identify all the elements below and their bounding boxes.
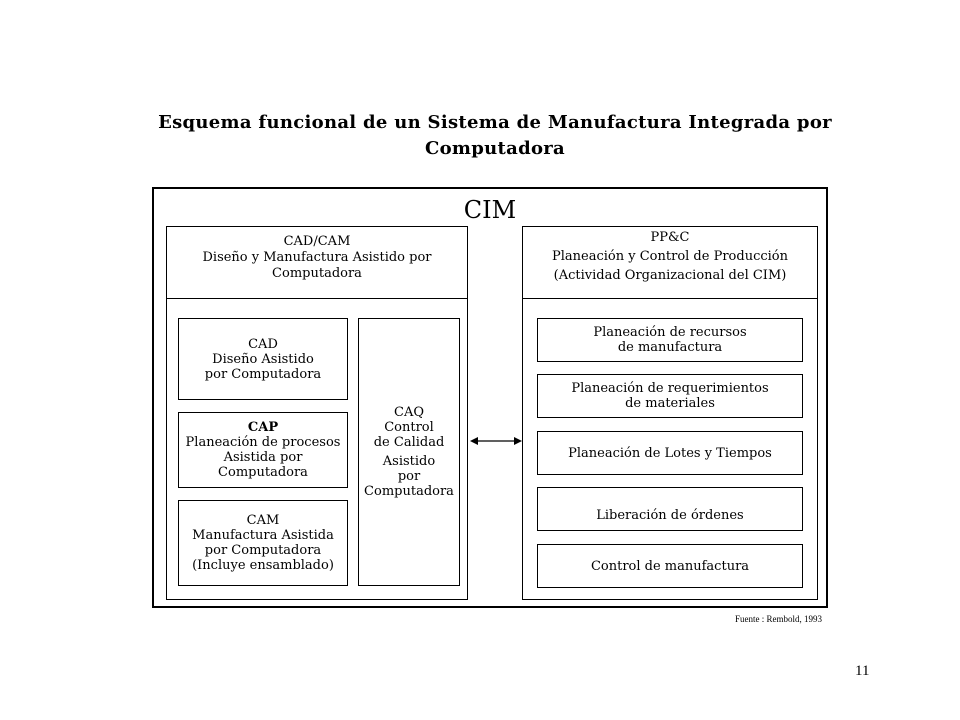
cad-desc-2: por Computadora — [204, 366, 322, 382]
cad-code: CAD — [248, 336, 278, 352]
ppc-item-line-1: Planeación de Lotes y Tiempos — [568, 445, 772, 461]
caq-code: CAQ — [394, 405, 424, 420]
ppc-item-line-1: Liberación de órdenes — [596, 507, 744, 523]
cim-frame — [152, 187, 828, 608]
cad-cam-panel — [166, 226, 468, 600]
caq-desc-4: por — [397, 469, 421, 484]
ppc-desc-1: Planeación y Control de Producción — [552, 249, 788, 264]
cap-code: CAP — [247, 420, 279, 435]
title-line-2: Computadora — [424, 138, 566, 159]
ppc-item-line-1: Planeación de requerimientos — [571, 381, 769, 396]
cam-desc-2: por Computadora — [204, 543, 322, 558]
caq-desc-5: Computadora — [364, 484, 454, 499]
title-line-1: Esquema funcional de un Sistema de Manuf… — [158, 112, 832, 133]
caq-desc-2: de Calidad — [373, 435, 445, 450]
caq-box: CAQ Control de Calidad Asistido por Comp… — [358, 318, 460, 586]
ppc-item-line-1: Planeación de recursos — [593, 325, 747, 340]
ppc-item-line-1: Control de manufactura — [590, 558, 750, 574]
ppc-item-line-2: de materiales — [625, 396, 715, 411]
page-number: 11 — [855, 663, 870, 679]
cad-desc-1: Diseño Asistido — [212, 351, 314, 367]
cad-box: CAD Diseño Asistido por Computadora — [178, 318, 348, 400]
caq-desc-1: Control — [384, 420, 434, 435]
cim-label: CIM — [463, 196, 517, 224]
cad-cam-desc-1: Diseño y Manufactura Asistido por — [202, 250, 432, 265]
cad-cam-header-divider — [166, 298, 468, 299]
ppc-item-requerimientos: Planeación de requerimientos de material… — [537, 374, 803, 418]
ppc-item-ordenes: Liberación de órdenes — [537, 487, 803, 531]
double-headed-arrow-icon — [470, 437, 522, 445]
ppc-header-divider — [522, 298, 818, 299]
ppc-desc-2: (Actividad Organizacional del CIM) — [553, 268, 787, 283]
source-citation: Fuente : Rembold, 1993 — [735, 614, 822, 624]
ppc-item-recursos: Planeación de recursos de manufactura — [537, 318, 803, 362]
cad-cam-code: CAD/CAM — [283, 234, 351, 249]
cad-cam-desc-2: Computadora — [272, 266, 362, 281]
cap-box: CAP Planeación de procesos Asistida por … — [178, 412, 348, 488]
cam-desc-1: Manufactura Asistida — [192, 528, 334, 543]
caq-desc-3: Asistido — [382, 454, 436, 469]
cap-desc-1: Planeación de procesos — [185, 435, 341, 450]
cam-desc-3: (Incluye ensamblado) — [192, 558, 334, 573]
ppc-code: PP&C — [650, 230, 690, 245]
cam-code: CAM — [246, 513, 280, 528]
cap-desc-2: Asistida por — [223, 450, 303, 465]
cam-box: CAM Manufactura Asistida por Computadora… — [178, 500, 348, 586]
ppc-item-line-2: de manufactura — [617, 340, 723, 355]
ppc-panel — [522, 226, 818, 600]
diagram-title: Esquema funcional de un Sistema de Manuf… — [150, 110, 840, 162]
ppc-item-control: Control de manufactura — [537, 544, 803, 588]
cad-cam-header: CAD/CAM Diseño y Manufactura Asistido po… — [166, 234, 468, 282]
cap-desc-3: Computadora — [218, 465, 308, 480]
ppc-header: PP&C Planeación y Control de Producción … — [522, 230, 818, 284]
ppc-item-lotes: Planeación de Lotes y Tiempos — [537, 431, 803, 475]
